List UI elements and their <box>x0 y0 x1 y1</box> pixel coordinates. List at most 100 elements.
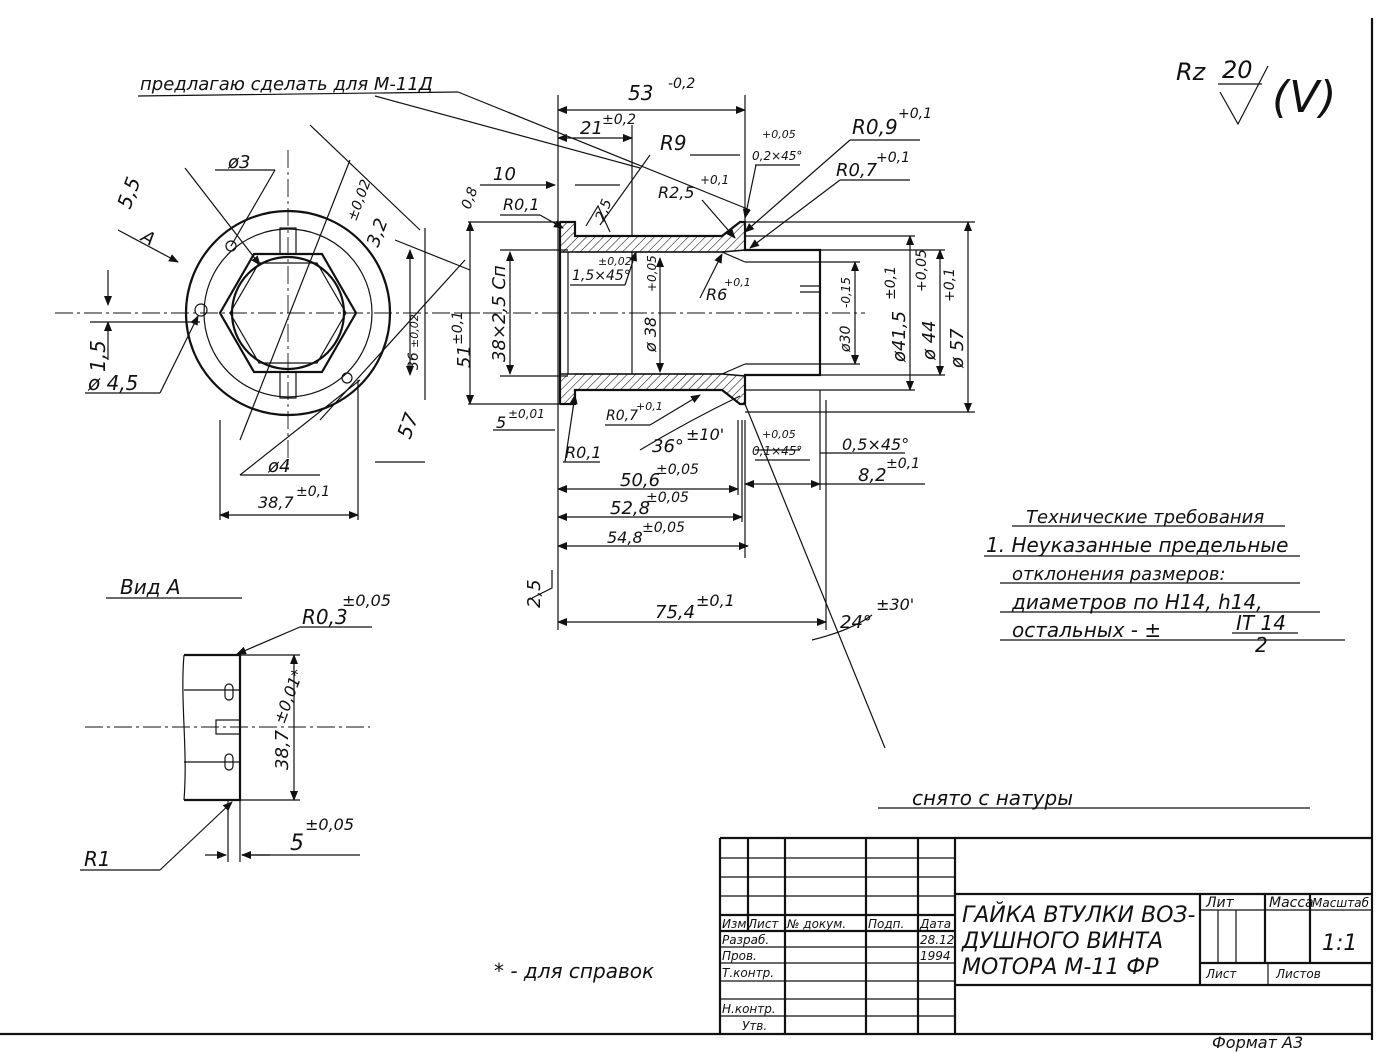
tb-col-sign: Подп. <box>868 917 904 931</box>
tol-r2-5: +0,1 <box>700 173 729 187</box>
dim-3-2: 3,2 <box>363 216 393 250</box>
dim-angle-24: 24° <box>840 612 872 633</box>
tb-row-prov: Пров. <box>722 949 757 963</box>
dim-r1: R1 <box>84 847 111 871</box>
tb-row-tkontr: Т.контр. <box>722 966 774 980</box>
dim-75-4: 75,4 <box>655 602 695 623</box>
hexagon <box>218 252 358 374</box>
tol-angle-36: ±10' <box>686 425 724 444</box>
roughness-2-5-a: 2,5 <box>593 197 616 223</box>
tb-sheet: Лист <box>1205 967 1237 981</box>
dim-d44: ø 44 <box>919 320 940 361</box>
dim-r0-3: R0,3 <box>302 605 348 629</box>
dim-r6: R6 <box>706 285 727 304</box>
dim-52-8: 52,8 <box>610 498 650 519</box>
tb-scale-value: 1:1 <box>1322 931 1357 956</box>
dim-r9: R9 <box>660 131 687 155</box>
tol-r0-7-bottom: +0,1 <box>636 400 663 413</box>
dim-d4: ø4 <box>267 456 290 477</box>
tol-21: ±0,2 <box>602 112 636 128</box>
tb-mass: Масса <box>1269 895 1314 911</box>
from-nature-note: снято с натуры <box>912 786 1073 810</box>
tech-req-frac-num: IT 14 <box>1236 611 1286 635</box>
dim-r0-1-bottom: R0,1 <box>565 443 602 462</box>
dim-54-8: 54,8 <box>607 528 643 547</box>
tol-5-view-a: ±0,05 <box>305 815 354 834</box>
tol-d30: -0,15 <box>839 277 853 308</box>
dim-10: 10 <box>493 164 516 185</box>
sheet-frame <box>0 18 1374 1040</box>
tol-chamfer-0-1: +0,05 <box>762 428 796 441</box>
tol-d38: +0,05 <box>645 255 659 292</box>
tb-format: Формат А3 <box>1212 1033 1303 1052</box>
tol-38-7: ±0,1 <box>296 484 330 500</box>
view-a-title: Вид А <box>120 575 181 599</box>
tb-row-nkontr: Н.контр. <box>722 1002 776 1016</box>
tol-chamfer-0-2: +0,05 <box>762 128 796 141</box>
dim-53: 53 <box>628 81 653 105</box>
dim-chamfer-0-2: 0,2×45° <box>752 149 802 163</box>
tol-75-4: ±0,1 <box>696 591 735 610</box>
tb-name-line2: ДУШНОГО ВИНТА <box>961 929 1163 954</box>
note-suggestion: предлагаю сделать для М-11Д <box>140 74 433 95</box>
section-view <box>455 95 975 749</box>
reference-note: * - для справок <box>494 959 654 983</box>
technical-requirements <box>984 525 1345 641</box>
tol-53: -0,2 <box>668 76 695 92</box>
roughness-rest-mark: (V) <box>1272 72 1336 123</box>
tech-req-line4: остальных - ± <box>1012 618 1161 642</box>
dim-8-2: 8,2 <box>858 465 887 486</box>
tb-col-date: Дата <box>919 917 951 931</box>
dim-r2-5: R2,5 <box>658 183 695 202</box>
tol-r0-3: ±0,05 <box>342 591 391 610</box>
dim-5-5: 5,5 <box>112 174 145 212</box>
view-a <box>80 597 372 871</box>
dim-51: 51 <box>454 345 475 368</box>
dim-d30: ø30 <box>838 326 854 353</box>
end-view <box>55 124 490 520</box>
roughness-value: 20 <box>1222 56 1253 84</box>
dim-chamfer-0-5: 0,5×45° <box>842 435 909 454</box>
dim-chamfer-0-1: 0,1×45° <box>752 444 802 458</box>
dim-d3: ø3 <box>227 152 250 173</box>
tol-5: ±0,01 <box>508 407 545 421</box>
tol-8-2: ±0,1 <box>886 456 920 472</box>
dim-38-7: 38,7 <box>258 493 294 512</box>
tol-52-8: ±0,05 <box>646 490 689 506</box>
dim-chamfer-1-5: 1,5×45° <box>572 268 631 284</box>
tb-date-year: 1994 <box>920 949 951 963</box>
dim-d41-5: ø41,5 <box>889 311 910 363</box>
dim-1-5: 1,5 <box>86 340 110 372</box>
dim-d4-5: ø 4,5 <box>87 371 138 395</box>
dim-38-7-view-a: 38,7 <box>272 729 293 770</box>
roughness-sign: Rz 20 (V) <box>1176 56 1336 126</box>
dim-r0-7-bottom: R0,7 <box>606 408 638 424</box>
tol-chamfer-1-5: ±0,02 <box>598 255 632 268</box>
dim-50-6: 50,6 <box>620 470 660 491</box>
tb-name-line3: МОТОРА М-11 ФР <box>962 955 1159 980</box>
tb-row-razrab: Разраб. <box>722 933 769 947</box>
title-block <box>718 836 1372 1034</box>
dim-36: 36 <box>406 352 422 370</box>
tech-req-title: Технические требования <box>1026 507 1264 528</box>
tol-36: ±0,02 <box>408 314 421 348</box>
tol-54-8: ±0,05 <box>642 520 685 536</box>
tech-req-line1: 1. Неуказанные предельные <box>986 533 1288 557</box>
tb-name-line1: ГАЙКА ВТУЛКИ ВОЗ- <box>962 902 1195 928</box>
tol-angle-24: ±30' <box>876 595 914 614</box>
tol-38-7-view-a: ±0,01* <box>270 666 307 726</box>
tech-req-line3: диаметров по Н14, h14, <box>1011 590 1263 614</box>
tol-d57: +0,1 <box>942 268 958 302</box>
dim-r0-7-top: R0,7 <box>836 160 878 181</box>
dim-d38: ø 38 <box>641 317 660 353</box>
tol-50-6: ±0,05 <box>656 462 699 478</box>
tb-col-list: Лист <box>747 917 779 931</box>
dim-r0-1-top: R0,1 <box>503 195 540 214</box>
dim-5-view-a: 5 <box>290 831 304 856</box>
view-a-arrow-label: А <box>137 226 159 251</box>
tb-scale-header: Масштаб <box>1312 896 1370 910</box>
tb-sheets: Листов <box>1275 967 1321 981</box>
dim-57-left: 57 <box>392 409 423 441</box>
tol-r0-9: +0,1 <box>898 106 932 122</box>
